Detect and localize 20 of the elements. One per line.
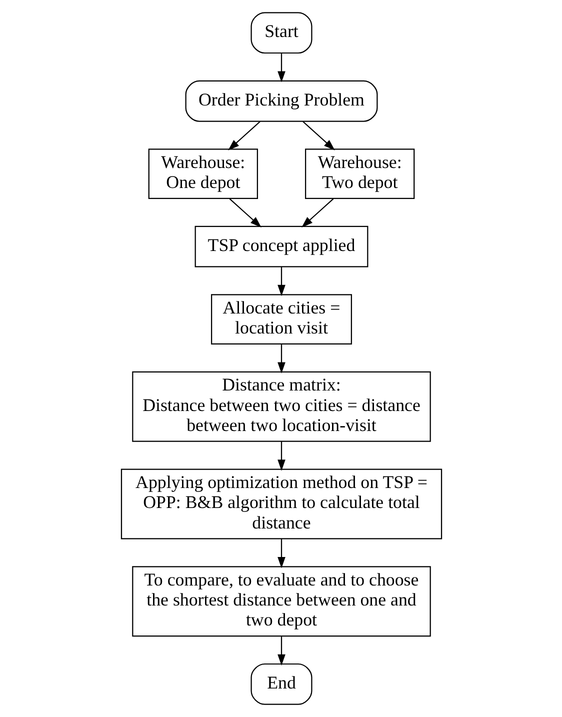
node-box: Applying optimization method on TSP = OPP: B&B algorithm to calculate total distance xyxy=(120,468,442,540)
arrow xyxy=(301,198,334,228)
arrow xyxy=(228,121,260,150)
node-box: Start xyxy=(250,12,312,54)
node-box: Distance matrix: Distance between two cities = distance between two location-visit xyxy=(132,371,430,442)
arrow xyxy=(277,636,285,666)
node-box: Order Picking Problem xyxy=(184,80,378,122)
node-box: To compare, to evaluate and to choose the shortest distance between one and two depot xyxy=(132,566,430,637)
arrow xyxy=(277,266,285,296)
node-box: Warehouse: One depot xyxy=(148,148,258,200)
arrow xyxy=(277,344,285,374)
node-box: Warehouse: Two depot xyxy=(304,148,414,200)
arrow xyxy=(277,53,285,82)
node-box: TSP concept applied xyxy=(194,226,368,268)
node-box: Allocate cities = location visit xyxy=(210,294,352,344)
arrow xyxy=(277,442,285,471)
arrow xyxy=(228,198,261,228)
arrow xyxy=(302,121,334,150)
node-box: End xyxy=(250,663,312,705)
arrow xyxy=(277,538,285,568)
